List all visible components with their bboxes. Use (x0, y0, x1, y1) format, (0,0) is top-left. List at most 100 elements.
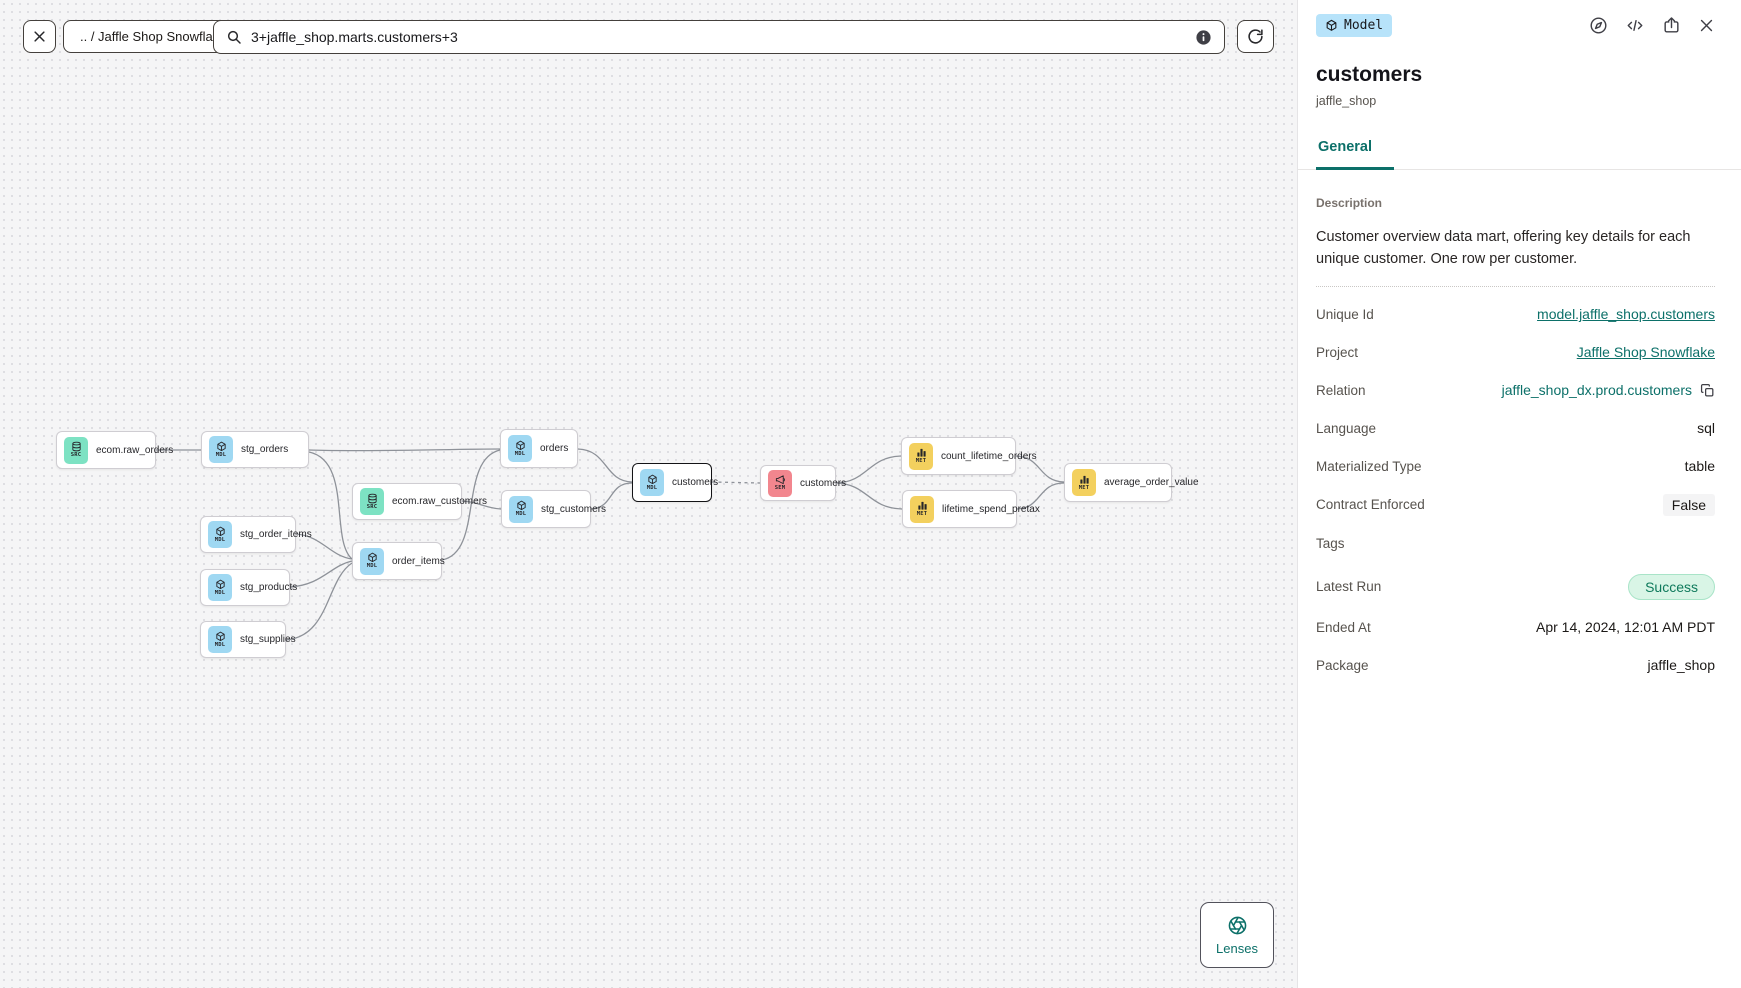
cube-icon (215, 631, 226, 642)
bar-chart-icon (1079, 474, 1090, 485)
resource-type-badge: Model (1316, 14, 1393, 37)
description-text: Customer overview data mart, offering ke… (1316, 229, 1691, 268)
field-row-unique-id: Unique Id model.jaffle_shop.customers (1316, 304, 1715, 325)
status-badge: Success (1628, 573, 1715, 600)
refresh-button[interactable] (1237, 20, 1274, 53)
cube-icon (515, 440, 526, 451)
panel-subtitle: jaffle_shop (1316, 94, 1377, 108)
node-type-badge: MET (909, 442, 933, 470)
close-lineage-button[interactable] (23, 20, 56, 53)
field-value-link[interactable]: model.jaffle_shop.customers (1537, 306, 1715, 323)
info-icon[interactable] (1195, 29, 1212, 46)
node-label: count_lifetime_orders (941, 450, 1037, 462)
bar-chart-icon (917, 500, 928, 511)
lenses-button[interactable]: Lenses (1200, 902, 1274, 968)
node-type-label: SEM (774, 485, 786, 492)
search-input[interactable] (251, 29, 1186, 45)
field-row-tags: Tags (1316, 533, 1715, 554)
field-label: Latest Run (1316, 579, 1382, 595)
lineage-node-orders[interactable]: MDL orders (500, 429, 578, 468)
lineage-edge (308, 448, 501, 452)
node-type-label: MDL (366, 563, 378, 570)
resource-type-label: Model (1344, 18, 1384, 33)
field-value-badge: False (1662, 493, 1715, 516)
aperture-icon (1228, 916, 1246, 934)
close-icon (34, 31, 45, 42)
field-value: table (1684, 458, 1715, 475)
node-type-badge: MDL (360, 547, 384, 575)
node-type-label: MDL (214, 589, 226, 596)
lineage-node-average-order-value[interactable]: MET average_order_value (1064, 463, 1199, 502)
details-panel: Model customers jaffle_shop General Desc… (1297, 0, 1741, 988)
lineage-node-order-items[interactable]: MDL order_items (352, 542, 445, 580)
node-label: stg_orders (241, 444, 289, 455)
explore-compass-icon[interactable] (1589, 16, 1608, 35)
description-label: Description (1316, 196, 1383, 210)
node-type-label: MDL (215, 451, 227, 458)
code-icon[interactable] (1625, 16, 1645, 35)
cube-icon (367, 552, 378, 563)
node-type-label: MET (916, 511, 928, 518)
lineage-node-lifetime-spend-pretax[interactable]: MET lifetime_spend_pretax (902, 490, 1040, 528)
lineage-node-stg-orders[interactable]: MDL stg_orders (201, 431, 309, 468)
refresh-icon (1248, 29, 1263, 44)
lineage-edge (577, 448, 633, 483)
lineage-edge (289, 560, 353, 588)
node-type-label: MET (915, 458, 927, 465)
close-panel-icon[interactable] (1698, 17, 1715, 34)
node-label: customers (672, 477, 719, 488)
field-label: Tags (1316, 535, 1345, 551)
node-type-badge: MET (910, 495, 934, 523)
lineage-node-customers[interactable]: MDL customers (632, 463, 718, 502)
panel-title: customers (1316, 63, 1423, 86)
cube-icon (647, 474, 658, 485)
node-label: stg_products (240, 582, 298, 593)
field-value: jaffle_shop_dx.prod.customers (1501, 382, 1692, 399)
node-type-badge: SEM (768, 469, 792, 497)
node-label: order_items (392, 555, 445, 567)
field-label: Contract Enforced (1316, 497, 1425, 513)
field-row-latest-run: Latest Run Success (1316, 573, 1715, 600)
node-label: average_order_value (1104, 477, 1199, 488)
field-label: Materialized Type (1316, 458, 1422, 474)
node-type-badge: MDL (509, 495, 533, 523)
node-type-label: MDL (646, 484, 658, 491)
lineage-node-count-lifetime-orders[interactable]: MET count_lifetime_orders (901, 437, 1037, 475)
node-label: orders (540, 443, 569, 454)
node-type-badge: MDL (209, 436, 233, 463)
node-type-badge: MET (1072, 469, 1096, 496)
share-icon[interactable] (1662, 16, 1681, 35)
cube-icon (216, 441, 227, 452)
copy-icon[interactable] (1700, 383, 1715, 398)
field-label: Ended At (1316, 619, 1371, 635)
field-row-package: Package jaffle_shop (1316, 655, 1715, 676)
lineage-search-bar[interactable] (213, 20, 1225, 54)
field-value: jaffle_shop (1647, 657, 1715, 674)
node-type-badge: MDL (508, 435, 532, 462)
tab-general[interactable]: General (1316, 139, 1394, 170)
cube-icon (516, 500, 527, 511)
node-label: lifetime_spend_pretax (942, 503, 1040, 515)
field-label: Package (1316, 657, 1369, 673)
node-type-badge: MDL (640, 469, 664, 496)
node-type-badge: SRC (64, 436, 88, 464)
field-label: Unique Id (1316, 306, 1374, 322)
lineage-node-stg-products[interactable]: MDL stg_products (200, 569, 297, 606)
field-value-link[interactable]: Jaffle Shop Snowflake (1576, 344, 1715, 361)
cube-icon (1326, 19, 1337, 31)
node-type-badge: MDL (208, 626, 232, 653)
megaphone-icon (775, 474, 786, 485)
node-type-label: MET (1078, 484, 1090, 491)
lineage-edge (308, 451, 353, 560)
node-type-label: SRC (366, 503, 378, 510)
